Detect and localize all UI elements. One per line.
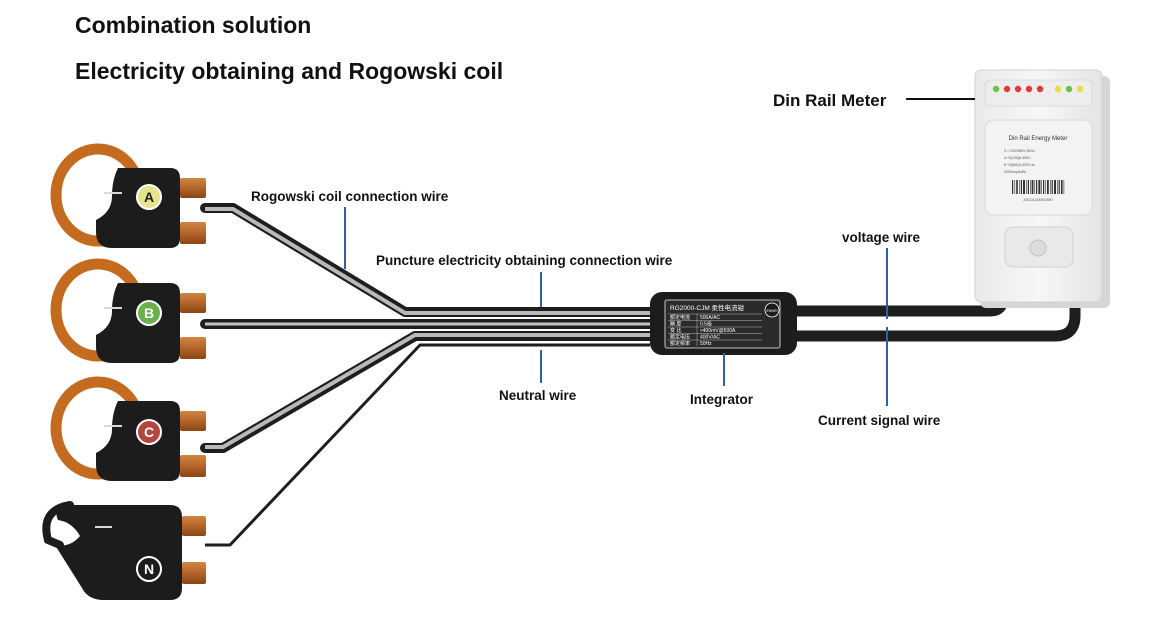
terminal-n-lower <box>182 562 206 584</box>
integrator-spec-value: 50Hz <box>700 341 712 347</box>
phase-a-gray-wire <box>205 207 650 315</box>
neutral-letter: N <box>144 561 154 577</box>
terminal-b-lower <box>180 337 206 359</box>
led-icon <box>1014 85 1022 93</box>
rogowski-clamp-a: A <box>50 143 206 248</box>
led-icon <box>992 85 1000 93</box>
terminal-b-upper <box>180 293 206 313</box>
current-signal-cable <box>789 279 1081 342</box>
neutral-clamp-body <box>55 505 182 600</box>
rogowski-clamp-c: C <box>50 376 206 481</box>
clamp-body-a <box>96 168 180 248</box>
integrator-spec-name: 变 比 <box>670 327 681 334</box>
meter-spec: A~5(100)A 400V <box>1004 156 1031 160</box>
page-title: Combination solution <box>75 12 312 38</box>
phase-c-letter: C <box>144 424 154 440</box>
rogowski-wire-label: Rogowski coil connection wire <box>251 189 449 204</box>
neutral-cable <box>205 343 650 547</box>
meter-spec: 6~10(60)A 400V ac <box>1004 163 1035 167</box>
din-rail-meter: Din Rail Energy Meter 3 × 220/380V 50Hz … <box>974 69 1110 308</box>
led-icon <box>1076 85 1084 93</box>
voltage-wire-label: voltage wire <box>842 230 921 245</box>
neutral-badge-icon <box>136 556 162 582</box>
current-signal-wire-label: Current signal wire <box>818 413 941 428</box>
meter-screw-icon <box>1029 239 1047 257</box>
phase-a-badge-icon <box>136 184 162 210</box>
meter-spec: 3 × 220/380V 50Hz <box>1004 149 1035 153</box>
terminal-c-upper <box>180 411 206 431</box>
din-rail-meter-label: Din Rail Meter <box>773 91 887 110</box>
meter-led-panel <box>984 79 1093 107</box>
meter-leds <box>992 85 1084 93</box>
meter-serial: A0C01234567890 <box>1024 198 1053 202</box>
meter-label-panel <box>984 119 1093 216</box>
integrator-spec-table: 额定电流 500A/AC 精 度 0.5级 变 比 ≈400mV@500A 额定… <box>668 313 762 347</box>
led-icon <box>1003 85 1011 93</box>
voltage-cable <box>789 279 1009 317</box>
meter-barcode-icon <box>1012 180 1065 194</box>
neutral-clamp-hook <box>42 501 74 549</box>
meter-spec: 2000imp/kWh <box>1004 170 1026 174</box>
terminal-n-upper <box>182 516 206 536</box>
phase-b-badge-icon <box>136 300 162 326</box>
integrator-nameplate <box>664 299 781 349</box>
integrator-spec-value: 400V/AC <box>700 335 720 341</box>
integrator-box: RG2000-CJM 柔性电流钳 ENHEI 额定电流 500A/AC 精 度 … <box>650 292 797 355</box>
integrator-spec-name: 精 度 <box>670 321 681 328</box>
meter-title: Din Rail Energy Meter <box>1009 136 1068 142</box>
integrator-spec-name: 额定频率 <box>670 340 690 347</box>
terminal-a-upper <box>180 178 206 198</box>
terminal-c-lower <box>180 455 206 477</box>
page-subtitle: Electricity obtaining and Rogowski coil <box>75 58 504 84</box>
integrator-logo: ENHEI <box>767 309 778 313</box>
integrator-model: RG2000-CJM 柔性电流钳 <box>670 303 745 312</box>
phase-c-cable <box>200 331 655 453</box>
led-icon <box>1054 85 1062 93</box>
integrator-spec-name: 额定电流 <box>670 314 690 321</box>
integrator-spec-value: ≈400mV@500A <box>700 328 736 334</box>
rogowski-clamp-b: B <box>50 258 206 363</box>
clamp-body-b <box>96 283 180 363</box>
terminal-a-lower <box>180 222 206 244</box>
puncture-wire-label: Puncture electricity obtaining connectio… <box>376 253 673 268</box>
led-icon <box>1036 85 1044 93</box>
pointer-lines <box>344 207 888 406</box>
led-icon <box>1025 85 1033 93</box>
integrator-spec-value: 0.5级 <box>700 321 712 328</box>
phase-a-letter: A <box>144 189 154 205</box>
neutral-clamp: N <box>42 501 206 600</box>
integrator-spec-value: 500A/AC <box>700 315 720 321</box>
integrator-spec-name: 额定电压 <box>670 334 690 341</box>
neutral-wire-label: Neutral wire <box>499 388 577 403</box>
integrator-logo-icon <box>764 302 780 318</box>
clamp-body-c <box>96 401 180 481</box>
led-icon <box>1065 85 1073 93</box>
phase-b-letter: B <box>144 305 154 321</box>
integrator-label: Integrator <box>690 392 754 407</box>
phase-c-badge-icon <box>136 419 162 445</box>
phase-c-gray-wire <box>205 333 650 449</box>
